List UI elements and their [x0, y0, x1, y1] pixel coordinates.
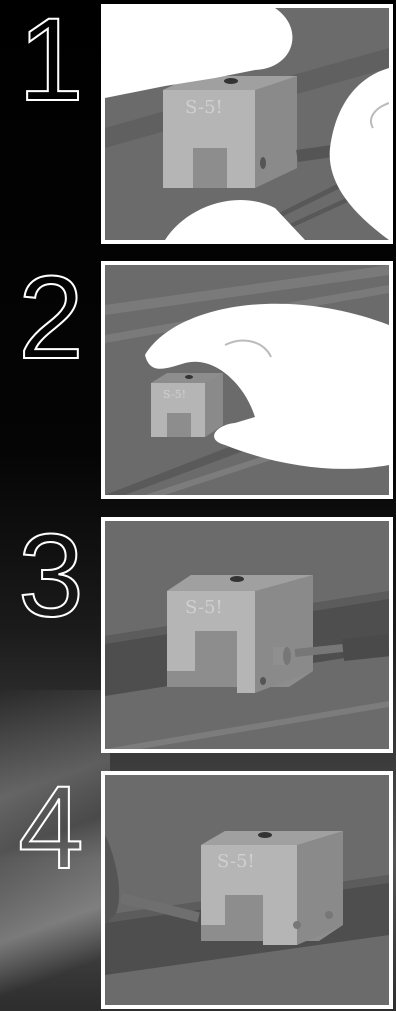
clamp-bracket-icon: S-5!	[151, 373, 223, 437]
clamp-bracket-icon: S-5!	[201, 831, 343, 945]
bracket-logo: S-5!	[163, 388, 186, 401]
step-panel-1: S-5!	[101, 4, 393, 244]
clamp-bracket-icon: S-5!	[167, 575, 313, 693]
step-3-illustration: S-5!	[105, 521, 389, 749]
step-1-illustration: S-5!	[105, 8, 389, 240]
bracket-logo: S-5!	[185, 97, 223, 118]
set-screw-icon	[273, 647, 291, 665]
step-number-1: 1	[0, 0, 100, 120]
step-panel-2: S-5!	[101, 261, 393, 499]
step-number-2: 2	[0, 258, 100, 378]
step-panel-4: S-5!	[101, 771, 393, 1009]
clamp-bracket-icon: S-5!	[163, 76, 297, 188]
step-panel-3: S-5!	[101, 517, 393, 753]
step-number-3: 3	[0, 516, 100, 636]
step-2-illustration: S-5!	[105, 265, 389, 495]
bracket-logo: S-5!	[185, 597, 223, 618]
step-number-4: 4	[0, 768, 100, 888]
bracket-logo: S-5!	[217, 851, 255, 872]
step-4-illustration: S-5!	[105, 775, 389, 1005]
